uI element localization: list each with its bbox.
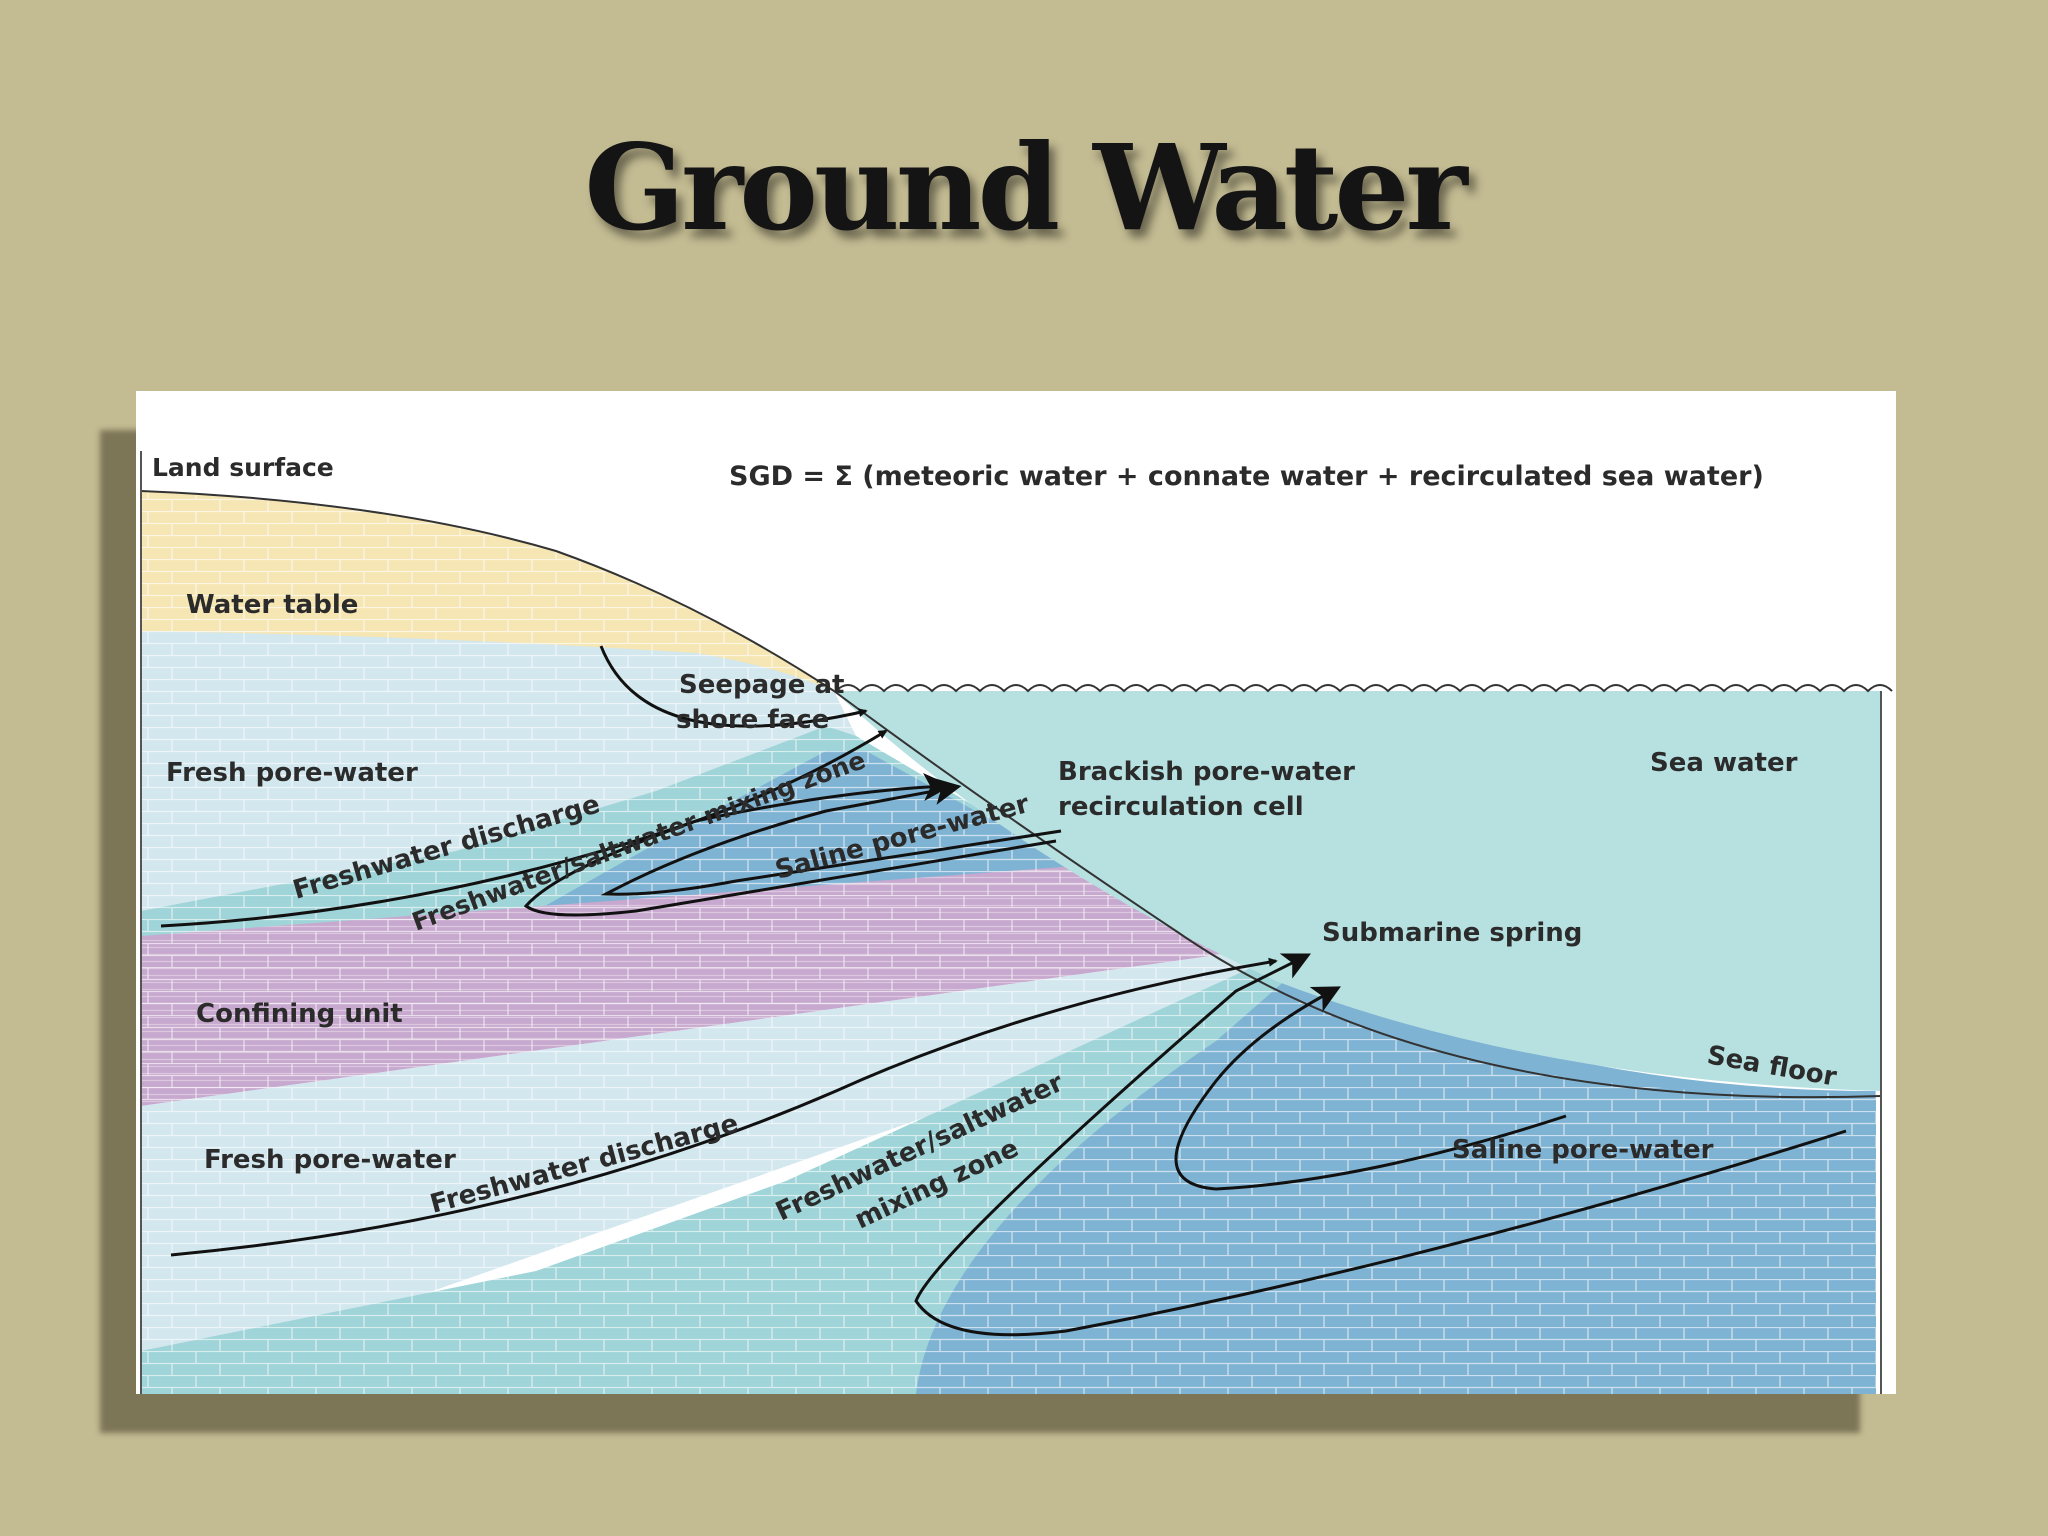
- upper-recirculation-outer: [523, 773, 1057, 917]
- land-surface-label: Land surface: [152, 453, 334, 482]
- lower-discharge-arrow: [170, 957, 1278, 1257]
- seepage-label-2: shore face: [676, 705, 829, 735]
- sea-water-label: Sea water: [1650, 748, 1798, 778]
- slide-title: Ground Water: [584, 118, 1467, 257]
- equation-label: SGD = Σ (meteoric water + connate water …: [729, 461, 1764, 492]
- water-table-label: Water table: [186, 590, 358, 620]
- upper-discharge-arrow: [160, 729, 888, 928]
- upper-recirculation-inner: [600, 777, 1062, 896]
- land-surface-line: [140, 490, 1882, 1099]
- brackish-label-1: Brackish pore-water: [1058, 757, 1355, 787]
- sea-surface-waves: [835, 684, 1893, 693]
- fresh-pore-water-upper-label: Fresh pore-water: [166, 758, 418, 788]
- diagram-border: [140, 451, 1882, 1394]
- fresh-pore-water-lower-label: Fresh pore-water: [204, 1145, 456, 1175]
- seepage-arrow: [599, 645, 868, 728]
- lower-recirculation-outer: [914, 953, 1847, 1337]
- seepage-label-1: Seepage at: [679, 670, 844, 700]
- confining-unit-hatching: [141, 866, 1246, 1106]
- diagram-frame: SGD = Σ (meteoric water + connate water …: [136, 391, 1896, 1394]
- brackish-label-2: recirculation cell: [1058, 792, 1304, 822]
- submarine-groundwater-discharge-diagram: SGD = Σ (meteoric water + connate water …: [140, 451, 1893, 1394]
- sea-water-body: [834, 691, 1881, 1091]
- lower-recirculation-inner: [1174, 986, 1567, 1191]
- flow-arrows: [160, 645, 1847, 1337]
- submarine-spring-label: Submarine spring: [1322, 918, 1582, 948]
- saline-pore-water-lower-label: Saline pore-water: [1452, 1135, 1714, 1165]
- confining-unit-label: Confining unit: [196, 999, 403, 1029]
